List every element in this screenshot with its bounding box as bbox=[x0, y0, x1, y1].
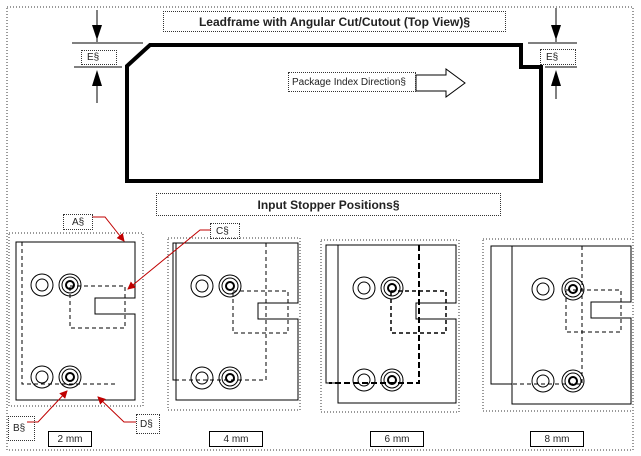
screw-head-icon bbox=[568, 284, 578, 294]
screw-inner-icon bbox=[35, 370, 49, 384]
screw-ring-icon bbox=[61, 276, 79, 294]
screw-head-icon bbox=[225, 281, 235, 291]
position-label-6mm: 6 mm bbox=[370, 431, 424, 447]
stopper-frame bbox=[482, 238, 634, 412]
stopper-plate-dashed bbox=[494, 246, 583, 385]
section-title: Input Stopper Positions§ bbox=[156, 193, 501, 216]
stopper-frame bbox=[8, 232, 144, 407]
screw-outer-icon bbox=[30, 365, 54, 389]
screw-outer-icon bbox=[58, 273, 82, 297]
screw-inner-icon bbox=[195, 371, 209, 385]
screw-ring-icon bbox=[221, 369, 239, 387]
screw-outer-icon bbox=[218, 366, 242, 390]
dimension-label-right: E§ bbox=[540, 49, 576, 65]
dimension-right bbox=[528, 8, 577, 99]
stopper-frame bbox=[320, 239, 460, 413]
callout-leaders bbox=[27, 216, 211, 423]
screw-outer-icon bbox=[561, 277, 585, 301]
screw-outer-icon bbox=[380, 276, 404, 300]
stopper-body bbox=[175, 242, 299, 401]
stopper-body bbox=[15, 241, 136, 401]
screw-outer-icon bbox=[58, 365, 82, 389]
stopper-body bbox=[337, 244, 457, 404]
screw-outer-icon bbox=[30, 273, 54, 297]
callout-b: B§ bbox=[8, 416, 35, 441]
stopper-view-1 bbox=[8, 232, 144, 407]
callout-c: C§ bbox=[210, 223, 240, 239]
index-direction-arrow-icon bbox=[415, 68, 466, 98]
stopper-plate-dashed bbox=[21, 242, 116, 385]
screw-inner-icon bbox=[536, 282, 550, 296]
stopper-rail bbox=[172, 242, 177, 381]
screw-head-icon bbox=[65, 372, 75, 382]
screw-inner-icon bbox=[357, 281, 371, 295]
screw-ring-icon bbox=[61, 368, 79, 386]
screw-ring-icon bbox=[221, 277, 239, 295]
screw-ring-icon bbox=[564, 372, 582, 390]
stopper-view-4 bbox=[482, 238, 634, 412]
position-label-2mm: 2 mm bbox=[48, 431, 92, 447]
screw-outer-icon bbox=[561, 369, 585, 393]
screw-ring-icon bbox=[383, 279, 401, 297]
outer-frame bbox=[6, 6, 634, 451]
screw-head-icon bbox=[387, 375, 397, 385]
screw-outer-icon bbox=[380, 368, 404, 392]
position-label-8mm: 8 mm bbox=[530, 431, 584, 447]
stopper-plate-dashed bbox=[176, 243, 267, 381]
screw-outer-icon bbox=[190, 274, 214, 298]
callout-a: A§ bbox=[63, 214, 93, 230]
stopper-body bbox=[511, 245, 632, 405]
screw-ring-icon bbox=[383, 371, 401, 389]
stopper-rail bbox=[325, 244, 339, 384]
screw-outer-icon bbox=[352, 276, 376, 300]
leadframe-outline bbox=[125, 43, 543, 183]
screw-outer-icon bbox=[531, 369, 555, 393]
screw-head-icon bbox=[225, 373, 235, 383]
screw-outer-icon bbox=[352, 368, 376, 392]
screw-outer-icon bbox=[531, 277, 555, 301]
diagram-title: Leadframe with Angular Cut/Cutout (Top V… bbox=[163, 11, 506, 32]
screw-ring-icon bbox=[564, 280, 582, 298]
screw-inner-icon bbox=[35, 278, 49, 292]
screw-outer-icon bbox=[190, 366, 214, 390]
index-direction-label: Package Index Direction§ bbox=[288, 72, 416, 92]
screw-head-icon bbox=[65, 280, 75, 290]
callout-d: D§ bbox=[136, 414, 160, 434]
screw-inner-icon bbox=[357, 373, 371, 387]
screw-inner-icon bbox=[195, 279, 209, 293]
dimension-left bbox=[72, 10, 143, 103]
screw-head-icon bbox=[568, 376, 578, 386]
screw-head-icon bbox=[387, 283, 397, 293]
stopper-view-3 bbox=[320, 239, 460, 413]
screw-outer-icon bbox=[218, 274, 242, 298]
stopper-rail bbox=[490, 245, 513, 385]
position-label-4mm: 4 mm bbox=[209, 431, 263, 447]
screw-inner-icon bbox=[536, 374, 550, 388]
stopper-view-2 bbox=[167, 237, 301, 411]
dimension-label-left: E§ bbox=[81, 50, 117, 65]
